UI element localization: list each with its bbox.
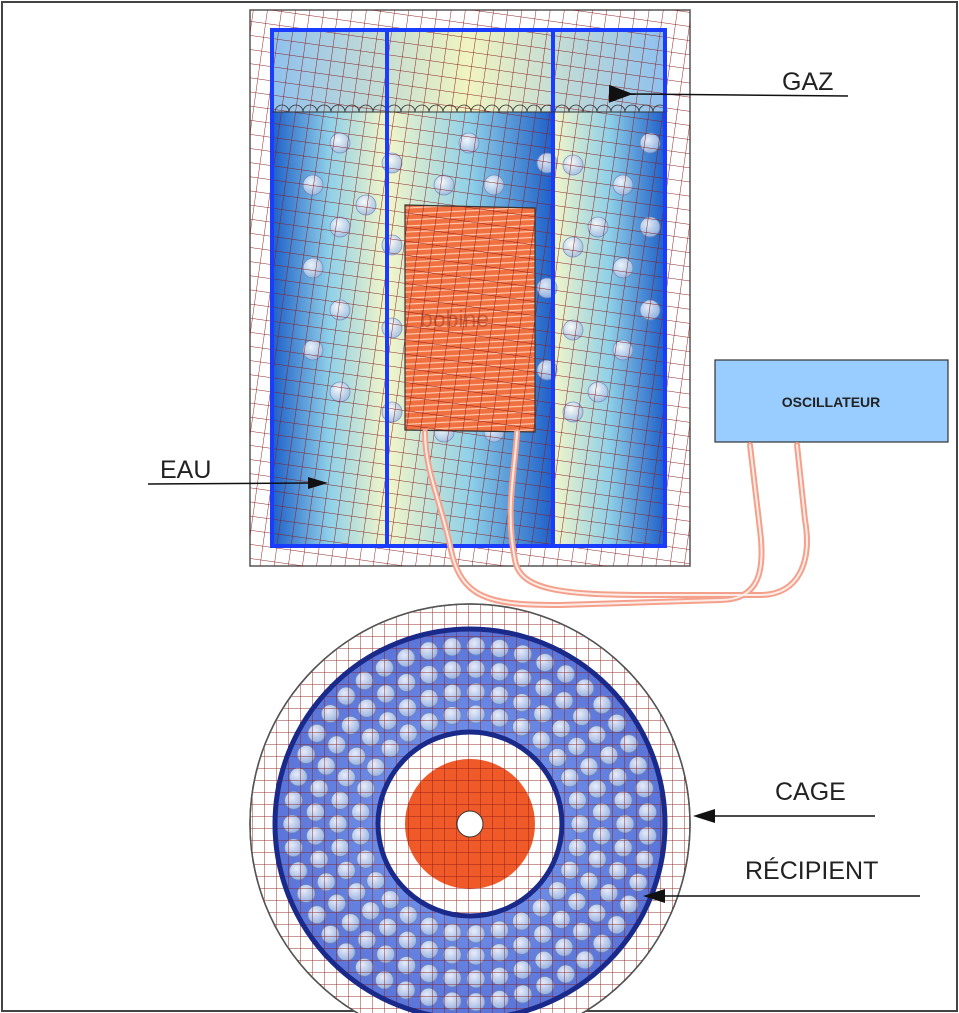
gas-callout: GAZ [608, 68, 849, 103]
vessel-callout: RÉCIPIENT [643, 856, 920, 903]
gas-label: GAZ [782, 68, 833, 96]
cage-mesh-top [250, 604, 690, 1013]
vessel-outline [270, 28, 667, 548]
vessel-label: RÉCIPIENT [745, 856, 878, 885]
cage-callout: CAGE [693, 778, 875, 823]
water-callout: EAU [147, 456, 328, 489]
cage-label: CAGE [775, 778, 846, 806]
top-view [249, 603, 691, 1013]
side-view: bobine [249, 9, 691, 567]
water-label: EAU [160, 456, 211, 484]
arrow-icon [693, 809, 715, 823]
oscillator: OSCILLATEUR [714, 359, 949, 443]
oscillator-label: OSCILLATEUR [782, 394, 881, 410]
arrow-icon [643, 889, 665, 903]
arrow-icon [608, 84, 849, 103]
arrow-icon [147, 482, 311, 485]
